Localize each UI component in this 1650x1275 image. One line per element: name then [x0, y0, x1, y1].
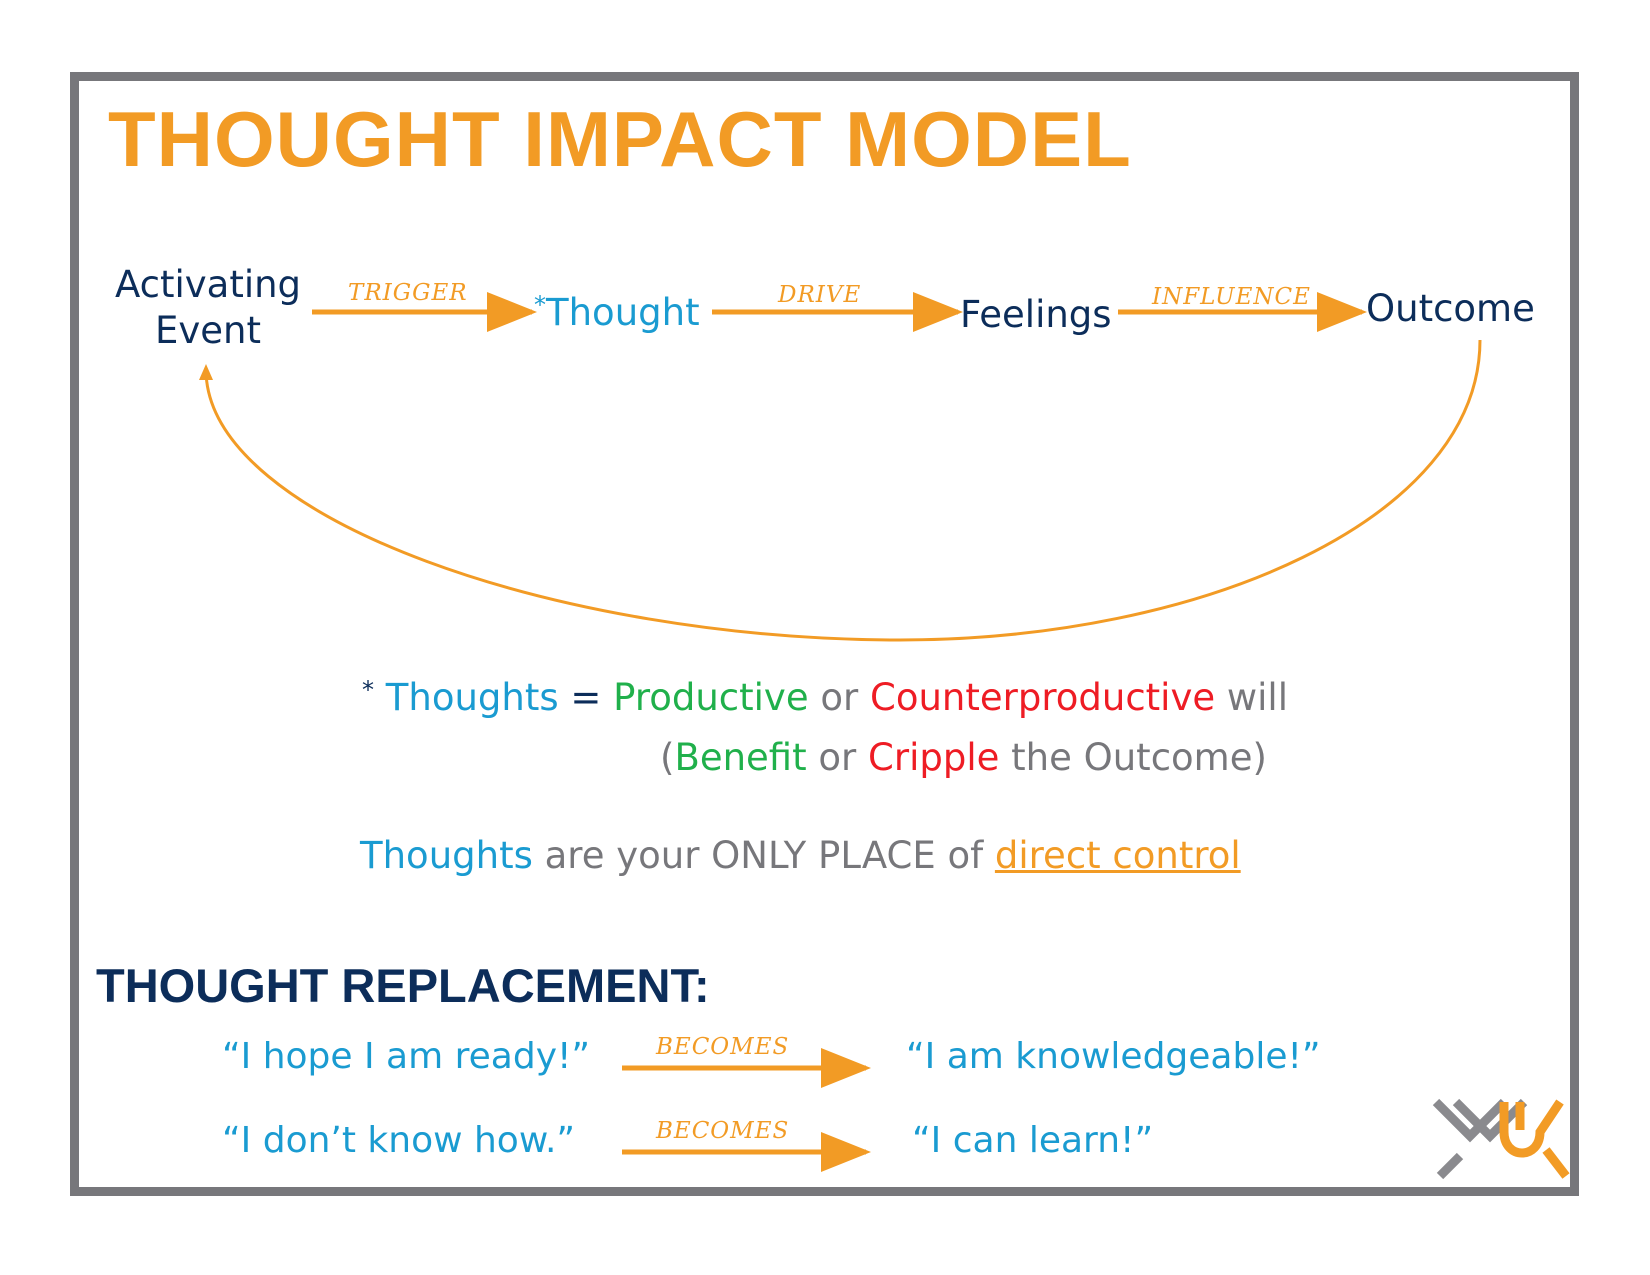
definition-will: will	[1226, 676, 1288, 719]
control-thoughts: Thoughts	[360, 834, 533, 877]
replacement-heading: THOUGHT REPLACEMENT:	[96, 959, 710, 1012]
replacement-from-1: “I hope I am ready!”	[222, 1036, 591, 1077]
definition-counterproductive: Counterproductive	[870, 676, 1216, 719]
card-frame	[70, 72, 1579, 1196]
edge-label-trigger: TRIGGER	[348, 280, 468, 306]
feedback-loop-arrowhead	[199, 364, 213, 380]
page-title: THOUGHT IMPACT MODEL	[108, 95, 1132, 183]
definition-or-1: or	[820, 676, 859, 719]
definition-productive: Productive	[613, 676, 809, 719]
node-thought: *Thought	[534, 290, 700, 336]
node-activating-event: Activating Event	[110, 262, 306, 355]
feedback-loop-arrow	[204, 339, 1482, 642]
thought-label: Thought	[546, 291, 700, 334]
control-direct-control: direct control	[994, 834, 1241, 877]
control-statement: Thoughts are your ONLY PLACE of direct c…	[360, 834, 1241, 877]
thought-asterisk: *	[534, 291, 546, 319]
replacement-to-2: “I can learn!”	[912, 1120, 1154, 1161]
definition-thoughts: Thoughts	[385, 676, 559, 719]
node-activating-line2: Event	[155, 309, 261, 353]
node-outcome: Outcome	[1366, 287, 1535, 330]
node-activating-line1: Activating	[114, 263, 302, 306]
replacement-verb-1: BECOMES	[656, 1034, 790, 1060]
replacement-verb-2: BECOMES	[656, 1118, 790, 1144]
definition-benefit: Benefit	[674, 736, 807, 779]
edge-label-influence: INFLUENCE	[1152, 284, 1311, 310]
definition-or-2: or	[818, 736, 857, 779]
replacement-from-2: “I don’t know how.”	[222, 1120, 576, 1161]
definition-asterisk: *	[362, 676, 374, 704]
definition-equals: =	[570, 676, 602, 719]
edge-label-drive: DRIVE	[778, 282, 862, 308]
definition-the-outcome: the Outcome)	[1011, 736, 1267, 779]
definition-cripple: Cripple	[868, 736, 1000, 779]
definition-open-paren: (	[660, 736, 675, 779]
control-middle: are your ONLY PLACE of	[544, 834, 984, 877]
node-feelings: Feelings	[960, 293, 1112, 336]
definition-line-1: * Thoughts = Productive or Counterproduc…	[362, 676, 1288, 719]
replacement-to-1: “I am knowledgeable!”	[906, 1036, 1321, 1077]
definition-line-2: (Benefit or Cripple the Outcome)	[660, 736, 1267, 779]
